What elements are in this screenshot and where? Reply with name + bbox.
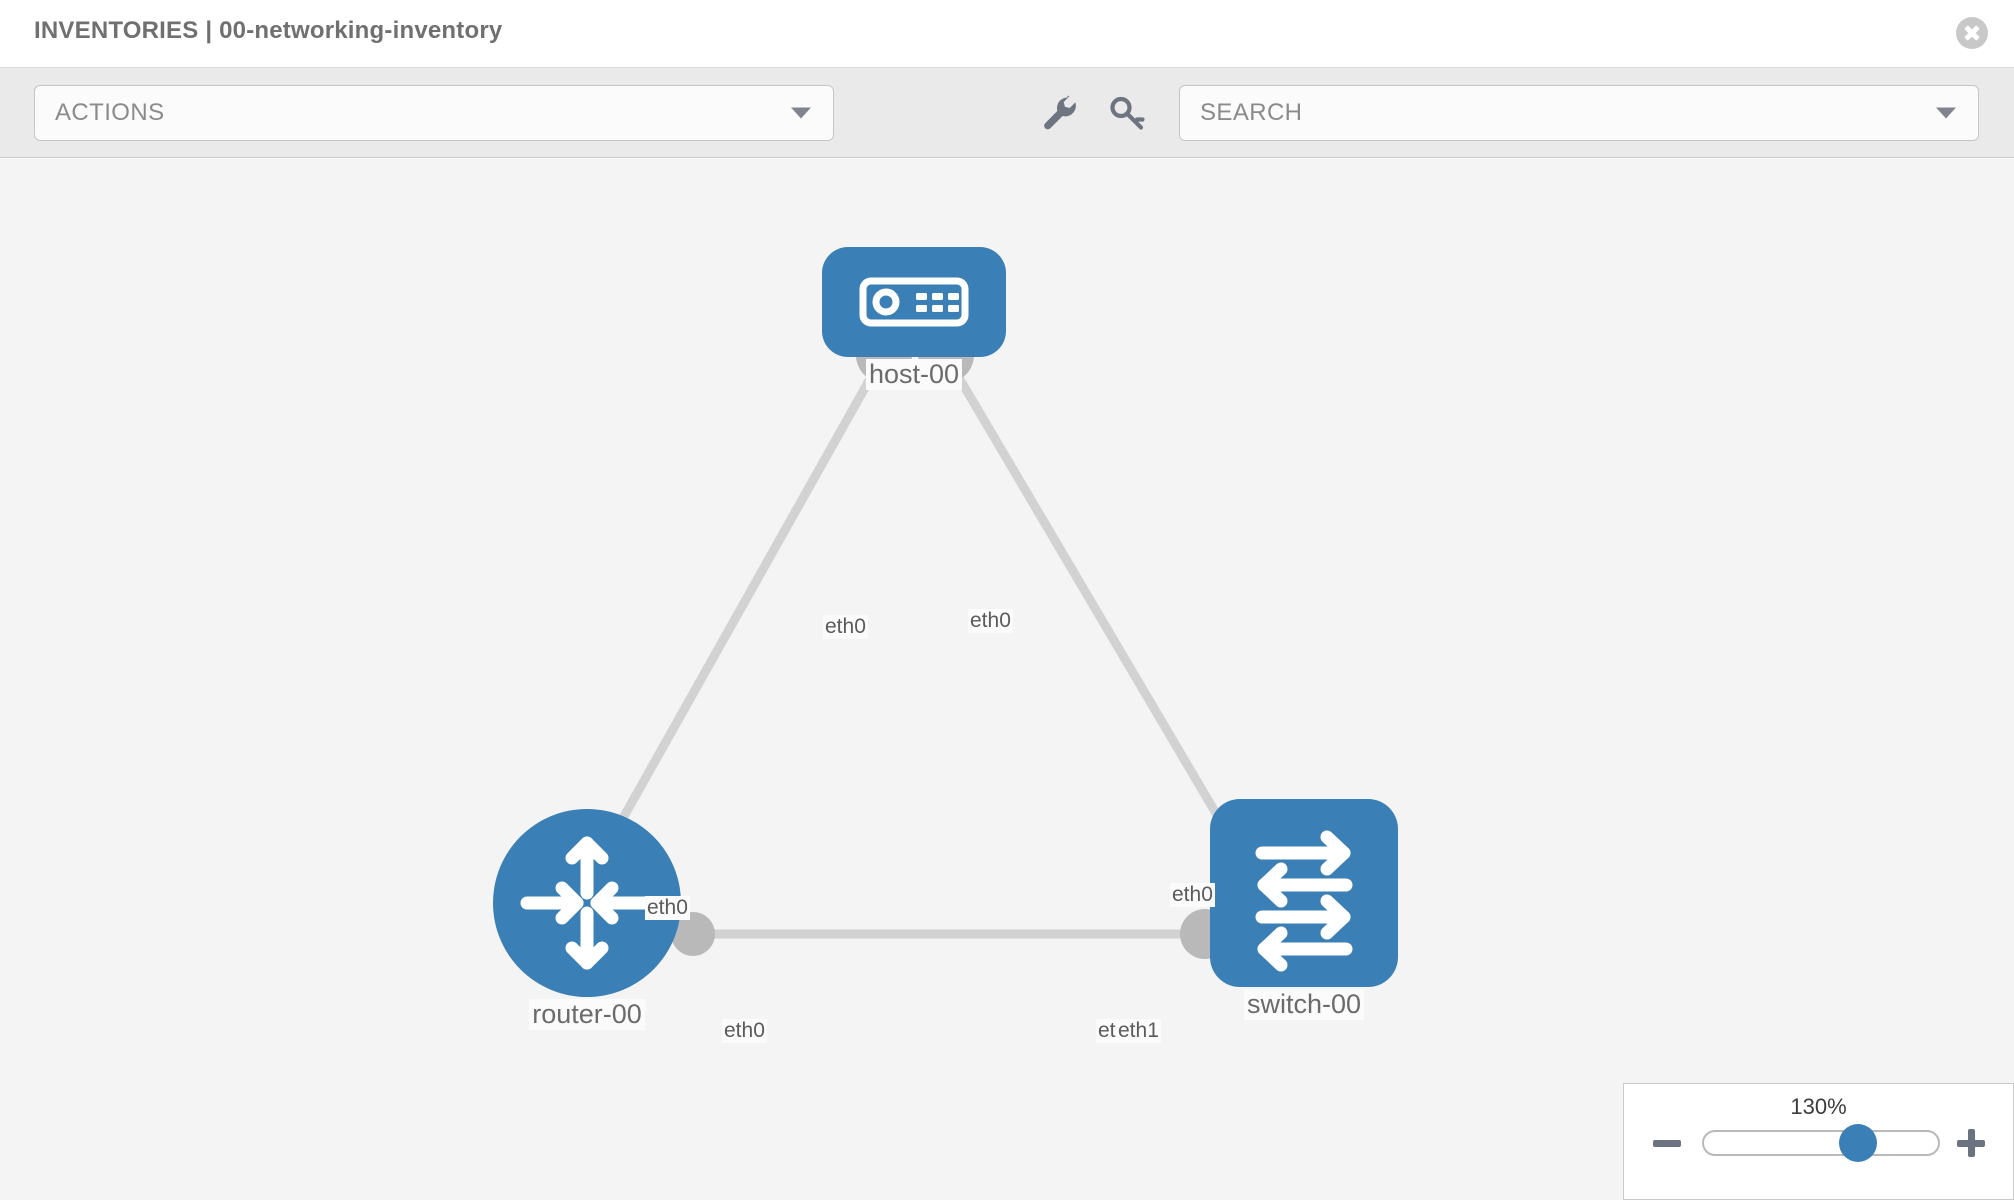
search-placeholder: SEARCH <box>1200 99 1303 126</box>
link-host00-router00 <box>596 351 888 862</box>
switch-arrows-icon <box>1210 799 1398 987</box>
zoom-control-panel: 130% <box>1623 1083 2014 1200</box>
actions-dropdown-label: ACTIONS <box>55 99 165 126</box>
zoom-slider-thumb[interactable] <box>1839 1124 1878 1162</box>
interface-endpoints <box>671 327 1260 959</box>
close-icon[interactable] <box>1956 17 1988 49</box>
endpoint-router00-eth0 <box>671 912 715 956</box>
page-title: INVENTORIES | 00-networking-inventory <box>34 17 503 44</box>
toolbar: ACTIONS SEARCH <box>0 68 2014 158</box>
key-icon[interactable] <box>1104 90 1150 136</box>
node-label-router-00: router-00 <box>529 999 645 1030</box>
zoom-out-button[interactable] <box>1650 1126 1684 1160</box>
topology-node-switch-00[interactable]: switch-00 <box>1210 799 1398 1020</box>
link-lines <box>596 351 1241 939</box>
edge-label-switch00-eth0-uplink: eth0 <box>1170 883 1215 908</box>
node-label-switch-00: switch-00 <box>1243 989 1365 1020</box>
link-host00-switch00 <box>941 351 1241 852</box>
actions-dropdown[interactable]: ACTIONS <box>34 85 834 141</box>
title-bar: INVENTORIES | 00-networking-inventory <box>0 0 2014 68</box>
node-label-host-00: host-00 <box>865 359 963 390</box>
topology-canvas[interactable]: host-00 <box>0 159 2014 1200</box>
search-input[interactable]: SEARCH <box>1179 85 1979 141</box>
chevron-down-icon[interactable] <box>1936 107 1956 119</box>
edge-label-router00-eth0: eth0 <box>722 1019 767 1044</box>
chevron-down-icon <box>791 107 811 119</box>
zoom-slider[interactable] <box>1702 1124 1940 1162</box>
edge-label-host00-eth0-left: eth0 <box>823 615 868 640</box>
wrench-icon[interactable] <box>1036 90 1082 136</box>
zoom-level-value: 130% <box>1790 1094 1847 1119</box>
edge-label-router00-eth0-uplink: eth0 <box>645 896 690 921</box>
edge-label-switch00-eth1: eth1 <box>1116 1019 1161 1044</box>
topology-node-host-00[interactable]: host-00 <box>822 247 1006 390</box>
server-icon <box>822 247 1006 357</box>
router-arrows-icon <box>493 809 681 997</box>
topology-links-layer <box>596 327 1260 959</box>
edge-label-host00-eth0-right: eth0 <box>968 609 1013 634</box>
topology-node-router-00[interactable]: router-00 <box>493 809 681 1030</box>
zoom-in-button[interactable] <box>1954 1126 1988 1160</box>
